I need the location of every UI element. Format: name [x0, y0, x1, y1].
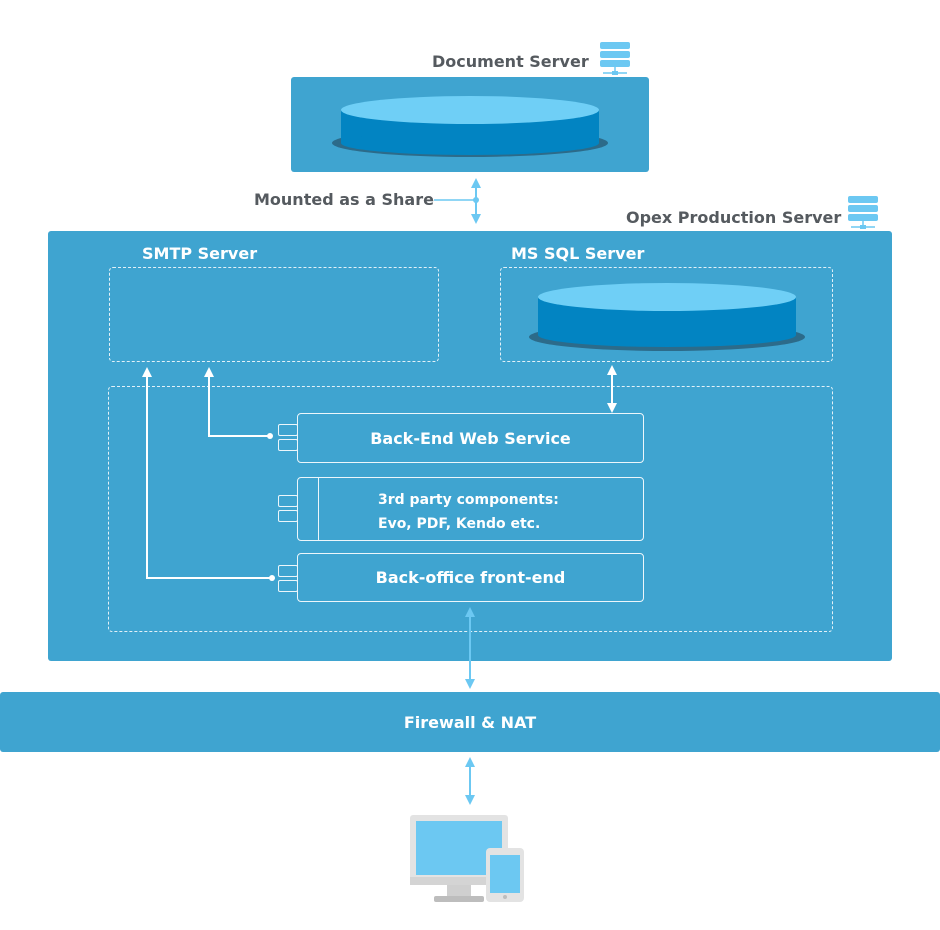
production-server-label: Opex Production Server: [626, 208, 842, 227]
frontend-smtp-arrow: [142, 367, 275, 581]
backoffice-frontend: Back-office front-end: [297, 553, 644, 602]
frontend-port-bottom: [278, 580, 298, 592]
document-server-label: Document Server: [432, 52, 589, 71]
third-party-port-bottom: [278, 510, 298, 522]
backend-port-bottom: [278, 439, 298, 451]
third-party-divider: [318, 478, 319, 540]
share-link-label: Mounted as a Share: [254, 190, 434, 209]
backend-web-service-label: Back-End Web Service: [370, 428, 571, 448]
third-party-line1: 3rd party components:: [378, 492, 559, 508]
third-party-components: 3rd party components: Evo, PDF, Kendo et…: [297, 477, 644, 541]
firewall-panel: Firewall & NAT: [0, 692, 940, 752]
firewall-label: Firewall & NAT: [403, 712, 537, 732]
desktop-and-phone-icon: [410, 815, 524, 902]
backend-port-top: [278, 424, 298, 436]
third-party-line2: Evo, PDF, Kendo etc.: [378, 516, 541, 532]
server-stack-icon-production: [848, 196, 878, 229]
smtp-server-label: SMTP Server: [142, 244, 258, 263]
share-arrow: [434, 178, 481, 224]
sql-server-label: MS SQL Server: [511, 244, 645, 263]
server-stack-icon-document: [600, 42, 630, 75]
backend-smtp-arrow: [204, 367, 273, 439]
third-party-port-top: [278, 495, 298, 507]
backend-web-service: Back-End Web Service: [297, 413, 644, 463]
sql-database-disk-icon: [529, 283, 805, 351]
smtp-server-box: [109, 267, 439, 362]
document-storage-disk-icon: [332, 96, 608, 157]
frontend-port-top: [278, 565, 298, 577]
third-party-text: 3rd party components: Evo, PDF, Kendo et…: [378, 488, 559, 536]
backoffice-frontend-label: Back-office front-end: [375, 568, 566, 587]
sql-server-box: [500, 267, 833, 362]
